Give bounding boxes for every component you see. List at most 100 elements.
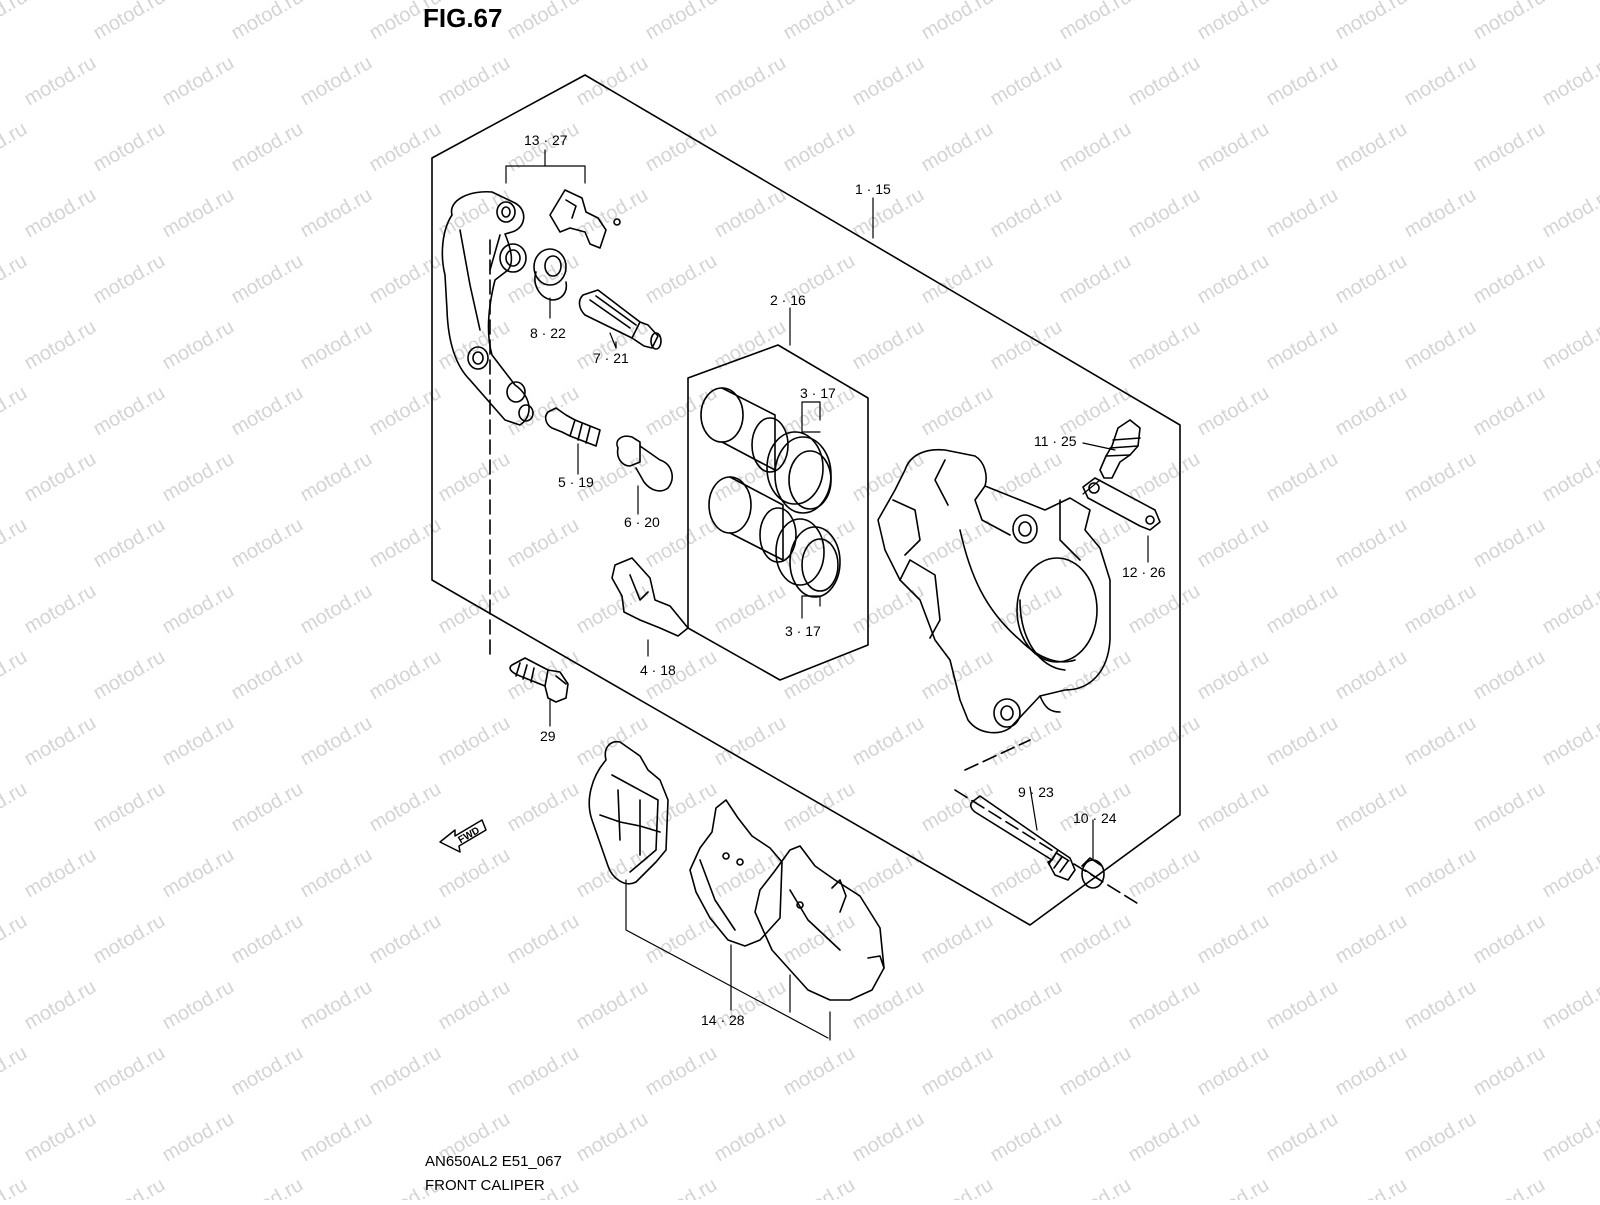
watermark-text: motod.ru: [0, 382, 31, 441]
callout-10-24: 10 · 24: [1073, 810, 1117, 826]
watermark-text: motod.ru: [0, 0, 31, 44]
watermark-text: motod.ru: [1470, 646, 1549, 705]
watermark-text: motod.ru: [504, 250, 583, 309]
watermark-text: motod.ru: [1332, 0, 1411, 44]
watermark-text: motod.ru: [1056, 1174, 1135, 1200]
watermark-text: motod.ru: [90, 382, 169, 441]
watermark-text: motod.ru: [1194, 646, 1273, 705]
watermark-text: motod.ru: [90, 1042, 169, 1101]
watermark-text: motod.ru: [1194, 382, 1273, 441]
watermark-text: motod.ru: [1263, 52, 1342, 111]
watermark-text: motod.ru: [1125, 580, 1204, 639]
watermark-text: motod.ru: [297, 844, 376, 903]
watermark-text: motod.ru: [504, 778, 583, 837]
watermark-text: motod.ru: [1470, 382, 1549, 441]
callout-8-22: 8 · 22: [530, 325, 566, 341]
figure-name: FRONT CALIPER: [425, 1177, 545, 1194]
watermark-text: motod.ru: [642, 778, 721, 837]
watermark-text: motod.ru: [642, 250, 721, 309]
watermark-text: motod.ru: [711, 844, 790, 903]
watermark-text: motod.ru: [1263, 448, 1342, 507]
watermark-text: motod.ru: [0, 118, 31, 177]
watermark-text: motod.ru: [1263, 844, 1342, 903]
callout-4-18: 4 · 18: [640, 662, 676, 678]
watermark-text: motod.ru: [573, 976, 652, 1035]
callout-7-21: 7 · 21: [593, 350, 629, 366]
watermark-text: motod.ru: [1470, 910, 1549, 969]
watermark-text: motod.ru: [21, 1108, 100, 1167]
watermark-text: motod.ru: [849, 580, 928, 639]
watermark-text: motod.ru: [1539, 1108, 1600, 1167]
watermark-text: motod.ru: [1401, 316, 1480, 375]
watermark-text: motod.ru: [1194, 514, 1273, 573]
watermark-text: motod.ru: [1401, 976, 1480, 1035]
watermark-text: motod.ru: [1470, 118, 1549, 177]
watermark-text: motod.ru: [711, 1108, 790, 1167]
watermark-text: motod.ru: [159, 976, 238, 1035]
watermark-text: motod.ru: [90, 646, 169, 705]
watermark-text: motod.ru: [1401, 1108, 1480, 1167]
callout-9-23: 9 · 23: [1018, 784, 1054, 800]
watermark-text: motod.ru: [504, 646, 583, 705]
watermark-text: motod.ru: [21, 580, 100, 639]
watermark-text: motod.ru: [1470, 778, 1549, 837]
watermark-text: motod.ru: [918, 250, 997, 309]
watermark-text: motod.ru: [1263, 1108, 1342, 1167]
watermark-text: motod.ru: [366, 382, 445, 441]
watermark-text: motod.ru: [1401, 712, 1480, 771]
watermark-text: motod.ru: [1263, 580, 1342, 639]
watermark-text: motod.ru: [1539, 580, 1600, 639]
watermark-text: motod.ru: [159, 448, 238, 507]
watermark-text: motod.ru: [90, 514, 169, 573]
watermark-text: motod.ru: [1194, 910, 1273, 969]
watermark-text: motod.ru: [504, 0, 583, 44]
callout-12-26: 12 · 26: [1122, 564, 1166, 580]
watermark-text: motod.ru: [1332, 514, 1411, 573]
watermark-text: motod.ru: [90, 1174, 169, 1200]
watermark-text: motod.ru: [297, 448, 376, 507]
watermark-text: motod.ru: [297, 712, 376, 771]
watermark-text: motod.ru: [849, 52, 928, 111]
watermark-text: motod.ru: [1125, 184, 1204, 243]
watermark-text: motod.ru: [435, 316, 514, 375]
watermark-text: motod.ru: [0, 250, 31, 309]
watermark-text: motod.ru: [1194, 1174, 1273, 1200]
watermark-text: motod.ru: [228, 646, 307, 705]
watermark-text: motod.ru: [1401, 448, 1480, 507]
watermark-text: motod.ru: [1470, 0, 1549, 44]
watermark-text: motod.ru: [1332, 118, 1411, 177]
watermark-text: motod.ru: [849, 712, 928, 771]
watermark-text: motod.ru: [1401, 184, 1480, 243]
watermark-text: motod.ru: [90, 778, 169, 837]
watermark-text: motod.ru: [1194, 0, 1273, 44]
watermark-text: motod.ru: [366, 910, 445, 969]
watermark-text: motod.ru: [1539, 316, 1600, 375]
watermark-text: motod.ru: [366, 118, 445, 177]
watermark-text: motod.ru: [573, 712, 652, 771]
watermark-text: motod.ru: [228, 118, 307, 177]
watermark-text: motod.ru: [849, 1108, 928, 1167]
watermark-text: motod.ru: [297, 316, 376, 375]
watermark-text: motod.ru: [297, 52, 376, 111]
watermark-text: motod.ru: [849, 448, 928, 507]
watermark-text: motod.ru: [573, 184, 652, 243]
watermark-text: motod.ru: [435, 844, 514, 903]
watermark-text: motod.ru: [504, 514, 583, 573]
watermark-text: motod.ru: [1125, 844, 1204, 903]
watermark-text: motod.ru: [849, 976, 928, 1035]
watermark-text: motod.ru: [987, 1108, 1066, 1167]
bleeder-valve-part: [1100, 420, 1140, 478]
watermark-text: motod.ru: [1125, 1108, 1204, 1167]
watermark-text: motod.ru: [918, 778, 997, 837]
watermark-text: motod.ru: [780, 0, 859, 44]
watermark-text: motod.ru: [1539, 976, 1600, 1035]
watermark-text: motod.ru: [642, 382, 721, 441]
watermark-text: motod.ru: [1056, 250, 1135, 309]
watermark-text: motod.ru: [1056, 778, 1135, 837]
watermark-text: motod.ru: [642, 1042, 721, 1101]
watermark-text: motod.ru: [504, 910, 583, 969]
watermark-text: motod.ru: [987, 316, 1066, 375]
watermark-text: motod.ru: [1332, 778, 1411, 837]
watermark-text: motod.ru: [1125, 976, 1204, 1035]
